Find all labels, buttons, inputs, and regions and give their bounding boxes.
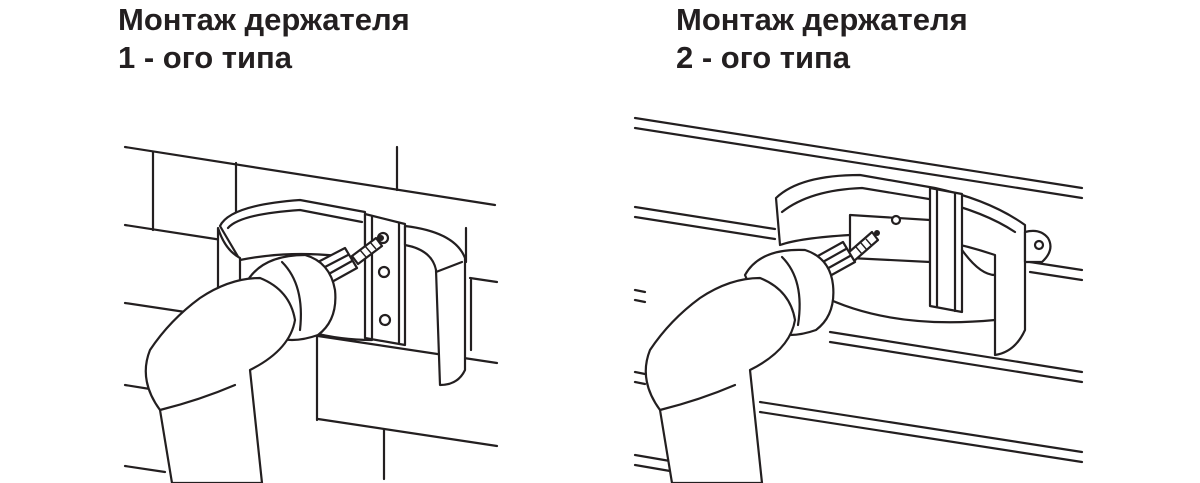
gutter-holder-icon: [774, 173, 1052, 357]
siding-wall-icon: [633, 116, 1084, 473]
right-panel-title: Монтаж держателя 2 - ого типа: [676, 1, 968, 77]
type2-mounting-illustration: [633, 116, 1084, 483]
left-title-line2: 1 - ого типа: [118, 40, 292, 75]
type1-mounting-illustration: [123, 145, 499, 483]
right-title-line1: Монтаж держателя: [676, 2, 968, 37]
gutter-holder-icon: [216, 198, 467, 387]
screw-icon: [350, 235, 384, 266]
drill-icon: [144, 246, 359, 483]
drill-icon: [644, 240, 857, 483]
right-title-line2: 2 - ого типа: [676, 40, 850, 75]
brick-wall-icon: [123, 145, 499, 481]
left-panel-title: Монтаж держателя 1 - ого типа: [118, 1, 410, 77]
left-title-line1: Монтаж держателя: [118, 2, 410, 37]
